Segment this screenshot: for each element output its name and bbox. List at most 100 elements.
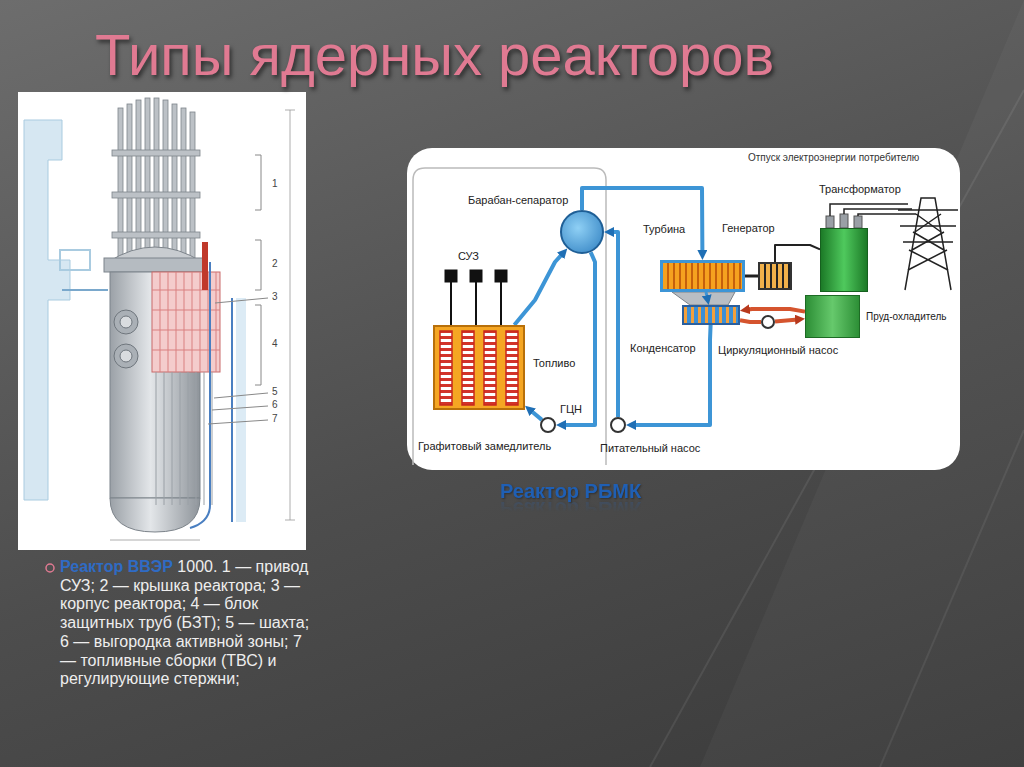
- equipment-label: ГЦН: [560, 403, 582, 416]
- vver-illustration: [18, 92, 306, 550]
- callout-number: 4: [272, 338, 278, 350]
- callout-number: 3: [272, 291, 278, 303]
- core-section: [156, 372, 212, 505]
- pipe: [62, 289, 108, 291]
- callout-number: 5: [272, 386, 278, 398]
- equipment-label: Циркуляционный насос: [718, 344, 838, 357]
- rbmk-schematic: [407, 148, 960, 470]
- shaft-outline: [190, 262, 210, 528]
- callout-brackets: [214, 393, 268, 398]
- caption-text: 1000. 1 — привод СУЗ; 2 — крышка реактор…: [60, 558, 309, 687]
- transformer-box: Трансформатор: [820, 228, 868, 292]
- nozzle: [114, 344, 138, 368]
- pipe-connector: [706, 292, 707, 298]
- dimension-tick: [285, 520, 295, 521]
- part-label: Графитовый замедлитель: [418, 440, 551, 453]
- red-nozzle: [202, 242, 208, 290]
- pipe-connector: [745, 275, 758, 278]
- power-lines: [858, 214, 916, 216]
- callout-number: 1: [272, 178, 278, 190]
- callout-brackets: [208, 155, 268, 424]
- transmission-tower: [898, 210, 958, 242]
- equipment-label: Турбина: [643, 223, 685, 236]
- pipe-connector: [563, 252, 595, 425]
- control-rods: [445, 270, 457, 282]
- transmission-tower: [905, 198, 951, 290]
- fuel-channel: [506, 331, 518, 405]
- nozzle: [114, 310, 138, 334]
- pipe-connector: [633, 325, 711, 425]
- fuel-channel: [440, 331, 452, 405]
- flange: [104, 258, 206, 272]
- transformer-bushings: [854, 216, 862, 228]
- drive-mechanisms: [112, 192, 200, 198]
- fuel-channel: [484, 331, 496, 405]
- equipment-label: Барабан-сепаратор: [468, 194, 568, 207]
- control-rods: [445, 270, 507, 325]
- image-panel: [407, 148, 960, 470]
- slide-title: Типы ядерных реакторов: [95, 22, 774, 89]
- output-note: Отпуск электроэнергии потребителю: [748, 152, 919, 164]
- drive-mechanisms: [112, 232, 200, 238]
- vessel-bottom: [110, 498, 200, 532]
- callout-brackets: [255, 240, 261, 290]
- condenser-box: Конденсатор: [682, 305, 740, 325]
- dimension-tick: [285, 110, 295, 111]
- equipment-label: Трансформатор: [819, 183, 901, 196]
- callout-brackets: [215, 298, 268, 303]
- control-rods: [450, 282, 452, 325]
- callout-brackets: [255, 305, 261, 385]
- transformer-bushings: [826, 214, 862, 228]
- pipe-connector: [530, 410, 542, 420]
- main-pump: ГЦН: [540, 417, 556, 433]
- equipment-label: Конденсатор: [630, 342, 696, 355]
- connectors: [514, 188, 820, 425]
- pipe-connector: [611, 232, 618, 417]
- bullet: [46, 564, 54, 572]
- core-fill: [433, 325, 525, 410]
- shaft-outline: [231, 298, 233, 522]
- fuel-channel: [462, 331, 474, 405]
- circulation-pump: Циркуляционный насос: [761, 315, 775, 329]
- cooling-pond: Пруд-охладитель: [805, 295, 860, 338]
- equipment-label: Топливо: [533, 357, 575, 370]
- control-rods: [475, 282, 477, 325]
- callout-number: 6: [272, 399, 278, 411]
- feed-pump: Питательный насос: [610, 417, 626, 433]
- angle-line: [880, 430, 1024, 767]
- nozzle: [120, 350, 132, 362]
- building-structure: [24, 120, 70, 500]
- control-rods: [495, 270, 507, 282]
- caption-block: Реактор ВВЭР1000. 1 — привод СУЗ; 2 — кр…: [60, 558, 310, 689]
- callout-number: 2: [272, 258, 278, 270]
- callout-brackets: [212, 406, 268, 410]
- building-structure: [60, 250, 90, 270]
- drive-mechanisms: [112, 98, 200, 258]
- pipe-connector: [775, 319, 798, 321]
- turbine-box: Турбина: [660, 260, 745, 292]
- callout-brackets: [255, 155, 261, 210]
- equipment-label: Пруд-охладитель: [866, 311, 946, 323]
- generator-box: Генератор: [758, 262, 792, 290]
- control-rods: [470, 270, 482, 282]
- callout-number: 7: [272, 413, 278, 425]
- concrete: [236, 298, 246, 522]
- transformer-bushings: [826, 216, 834, 228]
- transmission-tower: [908, 214, 948, 270]
- figure-caption: Реактор РБМК: [500, 480, 641, 503]
- equipment-label: Генератор: [722, 222, 775, 235]
- callout-brackets: [208, 420, 268, 424]
- caption-heading: Реактор ВВЭР: [60, 558, 173, 575]
- equipment-label: Питательный насос: [600, 442, 700, 455]
- transmission-tower: [898, 198, 958, 290]
- pipe-connector: [775, 245, 820, 262]
- drum-separator: Барабан-сепаратор: [560, 210, 604, 254]
- drive-mechanisms: [112, 150, 200, 156]
- nozzle: [120, 316, 132, 328]
- pipe-connector: [740, 320, 761, 322]
- pipe-connector: [514, 254, 562, 325]
- image-panel: [18, 92, 306, 550]
- part-label: СУЗ: [458, 250, 479, 263]
- dimension-line: [110, 540, 200, 541]
